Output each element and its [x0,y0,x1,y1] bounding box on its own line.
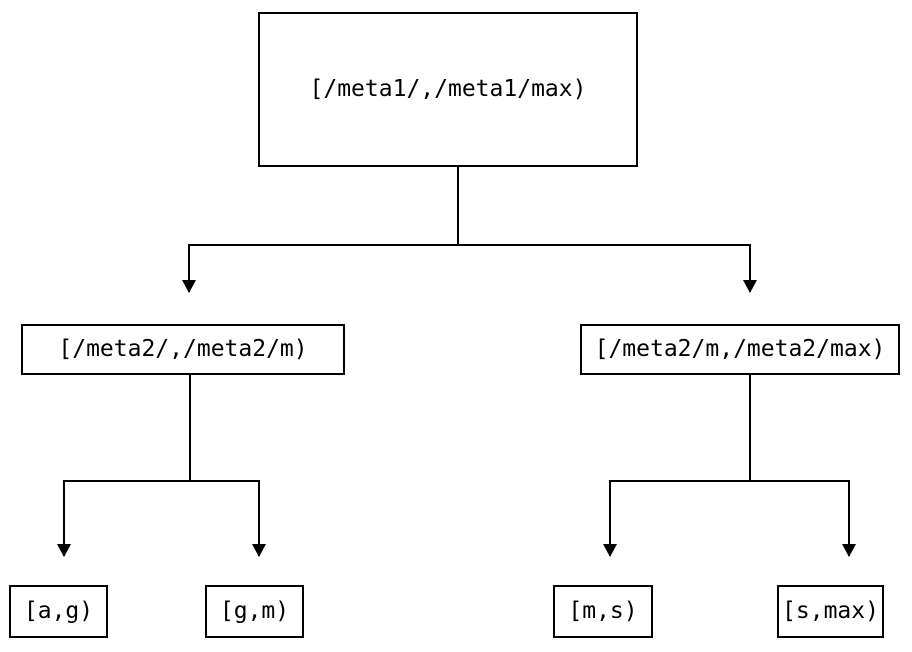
node-meta2-low[interactable]: [/meta2/,/meta2/m) [21,324,345,375]
edge-meta2-low-to-leaf-ag [57,375,191,557]
node-leaf-ms-label: [m,s) [568,598,638,624]
edge-meta2-high-to-leaf-smax [749,375,856,557]
node-leaf-smax-label: [s,max) [782,598,879,624]
node-leaf-gm-label: [g,m) [219,598,290,624]
node-meta2-low-label: [/meta2/,/meta2/m) [58,336,308,362]
node-meta2-high-label: [/meta2/m,/meta2/max) [594,336,886,362]
edge-root-to-meta2-high [457,167,757,293]
edge-meta2-low-to-leaf-gm [189,375,266,557]
edge-meta2-high-to-leaf-ms [603,375,751,557]
node-leaf-ag-label: [a,g) [23,598,94,624]
node-leaf-smax[interactable]: [s,max) [777,585,884,638]
node-root-label: [/meta1/,/meta1/max) [309,76,587,102]
node-meta2-high[interactable]: [/meta2/m,/meta2/max) [580,324,900,375]
node-leaf-ag[interactable]: [a,g) [9,585,108,638]
node-leaf-ms[interactable]: [m,s) [553,585,653,638]
node-root[interactable]: [/meta1/,/meta1/max) [258,12,638,167]
edge-root-to-meta2-low [182,167,459,293]
node-leaf-gm[interactable]: [g,m) [205,585,304,638]
